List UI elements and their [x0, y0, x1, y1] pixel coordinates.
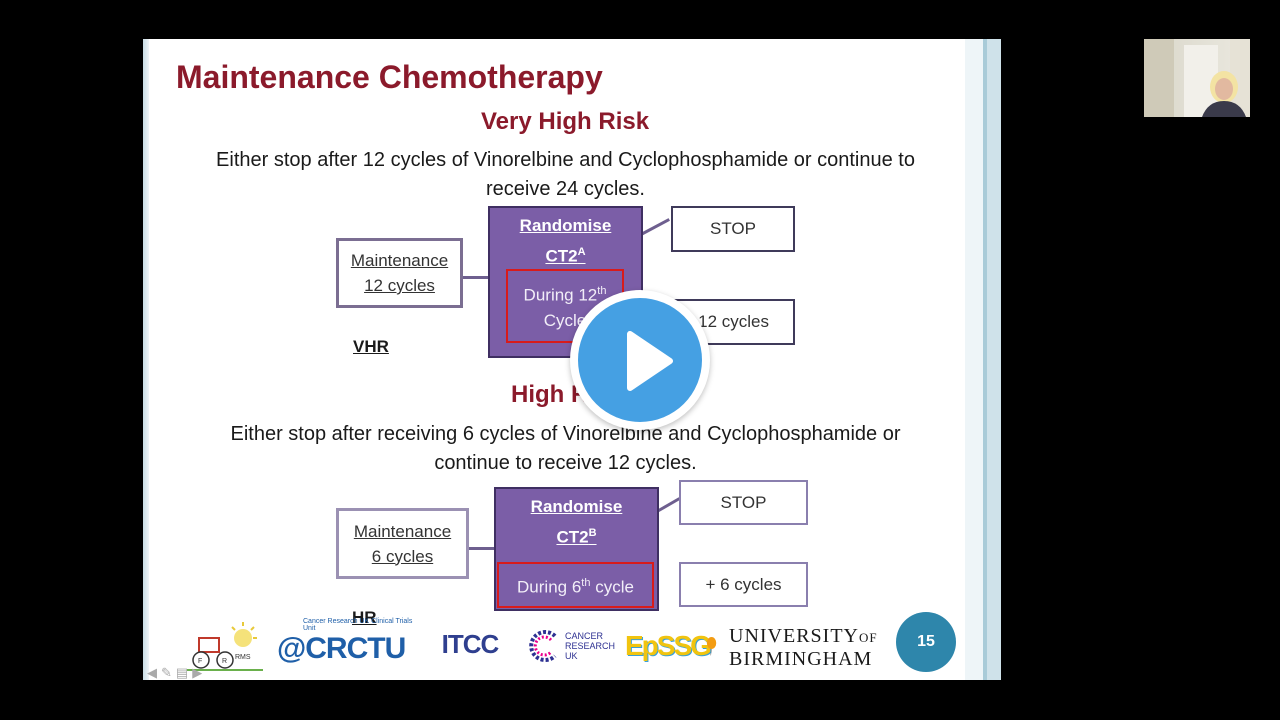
nav-pen-icon[interactable]: ✎ — [161, 665, 172, 680]
hr-during-text: During 6 — [517, 577, 582, 597]
crctu-logo: Cancer Research UK Clinical Trials Unit … — [277, 618, 413, 674]
hr-ct2-label: CT2B — [556, 520, 596, 551]
vhr-desc-line1: Either stop after 12 cycles of Vinorelbi… — [216, 149, 915, 171]
hr-stop-label: STOP — [720, 492, 767, 512]
hr-randomise-box: Randomise CT2B During 6th cycle — [494, 487, 659, 611]
uob-line2: BIRMINGHAM — [729, 648, 873, 670]
play-button[interactable] — [570, 290, 710, 430]
vhr-tag: VHR — [353, 337, 389, 356]
vhr-heading: Very High Risk — [481, 108, 650, 135]
vhr-stop-box: STOP — [671, 206, 795, 252]
vhr-randomise-label: Randomise — [519, 216, 612, 235]
nav-forward-icon[interactable]: ▶ — [192, 665, 203, 680]
hr-tag: HR — [352, 608, 377, 627]
hr-ct2-sup: B — [588, 527, 597, 539]
presenter-video — [1144, 39, 1250, 117]
presentation-slide: Maintenance Chemotherapy Very High Risk … — [143, 39, 1001, 680]
vhr-during-line2: Cycle — [543, 311, 587, 331]
uob-logo: UNIVERSITYOF BIRMINGHAM — [729, 626, 881, 670]
hr-maintenance-box: Maintenance 6 cycles — [336, 508, 469, 579]
crctu-text: @CRCTU — [277, 632, 406, 665]
hr-desc-line1: Either stop after receiving 6 cycles of … — [230, 423, 901, 445]
svg-text:F: F — [198, 658, 202, 665]
vhr-ct2-text: CT2 — [545, 246, 578, 266]
hr-stop-box: STOP — [679, 480, 808, 525]
hr-during-sup: th — [581, 576, 591, 589]
nav-back-icon[interactable]: ◀ — [147, 665, 157, 680]
vhr-during-sup: th — [597, 284, 607, 297]
slide-right-border — [965, 39, 1001, 680]
nav-menu-icon[interactable]: ▤ — [175, 665, 189, 680]
uob-line1: UNIVERSITYOF — [729, 626, 878, 648]
balloon-icon — [706, 637, 717, 656]
cruk-text: CANCER RESEARCH UK — [565, 631, 615, 661]
hr-maintenance-line1: Maintenance — [353, 521, 452, 541]
hr-plus-label: + 6 cycles — [705, 574, 782, 594]
play-icon — [627, 331, 673, 391]
vhr-during-text: During 12 — [523, 285, 598, 305]
epssg-logo: EpSSG — [625, 618, 717, 674]
frms-logo-text: RMS — [235, 654, 251, 661]
vhr-plus-label: + 12 cycles — [683, 312, 769, 331]
vhr-maintenance-line1: Maintenance — [350, 251, 449, 270]
vhr-connector-maint — [462, 276, 490, 279]
crctu-small-text: Cancer Research UK Clinical Trials Unit — [303, 618, 413, 632]
hr-connector-maint — [467, 547, 497, 550]
hr-maintenance-line2: 6 cycles — [371, 546, 434, 566]
slide-nav-controls: ◀ ✎ ▤ ▶ — [147, 665, 202, 680]
epssg-text: EpSSG — [625, 630, 712, 661]
uob-university: UNIVERSITY — [729, 625, 859, 647]
slide-left-border — [143, 39, 149, 680]
vhr-ct2-sup: A — [577, 246, 586, 258]
itcc-logo: ITCC — [434, 614, 506, 674]
hr-during-text-end: cycle — [590, 577, 634, 597]
hr-during-label: During 6th cycle — [517, 570, 634, 601]
vhr-stop-label: STOP — [710, 219, 756, 238]
itcc-text: ITCC — [441, 628, 500, 659]
hr-plus-box: + 6 cycles — [679, 562, 808, 607]
frms-logo: F R RMS — [185, 618, 265, 674]
slide-page-number: 15 — [896, 612, 956, 672]
vhr-description: Either stop after 12 cycles of Vinorelbi… — [163, 146, 968, 204]
play-button-fill — [578, 298, 702, 422]
uob-of: OF — [859, 630, 878, 645]
vhr-maintenance-line2: 12 cycles — [364, 276, 435, 295]
webcam-thumbnail[interactable] — [1144, 39, 1250, 117]
cruk-logo-icon — [529, 630, 557, 662]
svg-text:R: R — [222, 658, 227, 665]
vhr-connector-stop — [640, 218, 670, 236]
hr-connector-stop — [656, 497, 681, 513]
cruk-logo: CANCER RESEARCH UK — [527, 622, 617, 670]
sponsor-logos: F R RMS Cancer Research UK Clinical Tria… — [143, 614, 1001, 680]
vhr-ct2-label: CT2A — [545, 239, 585, 270]
hr-during-box: During 6th cycle — [497, 562, 654, 608]
hr-randomise-label: Randomise — [530, 497, 623, 516]
cruk-line2: RESEARCH — [565, 641, 616, 651]
hr-desc-line2: continue to receive 12 cycles. — [434, 452, 697, 474]
frms-logo-icon: F R — [187, 622, 263, 671]
hr-ct2-text: CT2 — [556, 527, 589, 547]
vhr-during-line1: During 12th — [524, 278, 607, 309]
hr-description: Either stop after receiving 6 cycles of … — [163, 420, 968, 478]
cruk-line1: CANCER — [565, 631, 604, 641]
cruk-line3: UK — [565, 651, 578, 661]
vhr-maintenance-box: Maintenance 12 cycles — [336, 238, 463, 308]
vhr-desc-line2: receive 24 cycles. — [486, 178, 645, 200]
slide-title: Maintenance Chemotherapy — [176, 59, 603, 95]
